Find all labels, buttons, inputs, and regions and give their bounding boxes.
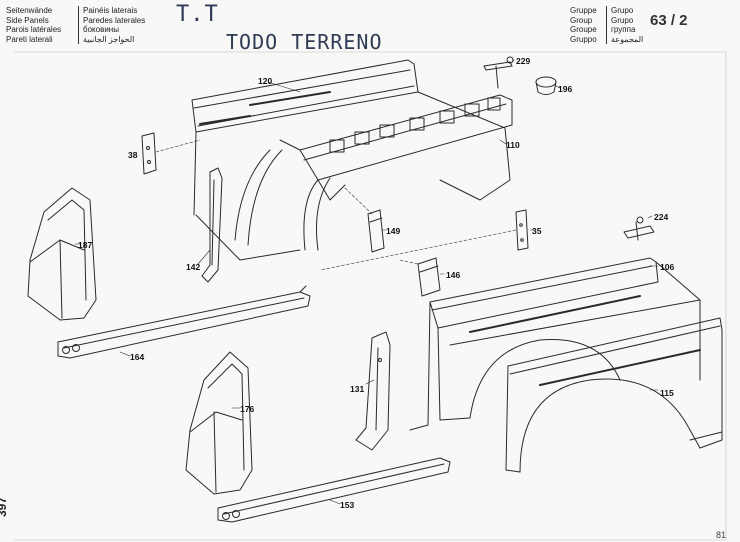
page-number: 397: [0, 496, 10, 518]
group-es: Grupo: [611, 15, 634, 25]
part-label-106: 106: [660, 262, 675, 272]
part-153-sill: [217, 457, 451, 523]
part-label-110: 110: [506, 140, 520, 150]
part-label-131: 131: [350, 384, 365, 394]
group-it: Gruppo: [570, 34, 597, 44]
footer-number: 81: [716, 530, 727, 540]
title-de: Seitenwände: [6, 6, 53, 15]
drawing-frame: [13, 51, 727, 541]
group-pt: Grupo: [611, 6, 634, 15]
title-es: Paredes laterales: [83, 15, 146, 25]
part-label-146: 146: [446, 270, 461, 280]
part-187-corner-pillar: [27, 187, 97, 321]
part-label-224: 224: [654, 212, 669, 222]
part-label-176: 176: [240, 404, 255, 414]
part-label-149: 149: [386, 226, 401, 236]
part-196-cap: [535, 76, 557, 95]
title-ar: الحواجز الجانبية: [83, 34, 135, 44]
part-176-corner-pillar: [185, 351, 253, 495]
group-en: Group: [570, 15, 593, 25]
leader-lines: [74, 59, 659, 505]
part-149-bracket: [344, 187, 385, 253]
part-142-pillar: [201, 167, 223, 283]
title-en: Side Panels: [6, 15, 49, 25]
part-label-142: 142: [186, 262, 201, 272]
title-languages-a: Seitenwände Side Panels Parois latérales…: [6, 6, 74, 44]
group-languages-b: Grupo Grupo группа المجموعة: [606, 6, 655, 45]
part-120-rear-inner-panel: [191, 59, 511, 261]
group-ru: группа: [611, 25, 636, 35]
part-164-sill: [57, 285, 311, 359]
title-ru: боковины: [83, 25, 119, 35]
handwritten-title: TODO TERRENO: [226, 30, 383, 54]
part-label-35: 35: [532, 226, 542, 236]
part-label-153: 153: [340, 500, 355, 510]
handwritten-tt: T.T: [176, 2, 219, 27]
title-languages-b: Painéis laterais Paredes laterales боков…: [78, 6, 173, 45]
group-languages-a: Gruppe Group Groupe Gruppo: [570, 6, 604, 44]
title-pt: Painéis laterais: [83, 6, 138, 15]
group-number: 63 / 2: [650, 12, 688, 29]
part-label-120: 120: [258, 76, 273, 86]
part-131-pillar: [355, 331, 391, 451]
part-106-outer-panel: [409, 257, 701, 431]
part-110-inner-frame: [234, 94, 513, 251]
part-35-plate: [319, 209, 529, 271]
title-fr: Parois latérales: [6, 25, 62, 35]
title-it: Pareti laterali: [6, 34, 53, 44]
part-115-fender-panel: [505, 317, 723, 473]
part-label-229: 229: [516, 56, 531, 66]
group-ar: المجموعة: [611, 34, 644, 44]
part-label-164: 164: [130, 352, 145, 362]
part-229-bracket: [483, 56, 514, 89]
part-38-plate: [141, 132, 201, 175]
part-label-115: 115: [660, 388, 674, 398]
group-fr: Groupe: [570, 25, 597, 35]
part-label-38: 38: [128, 150, 138, 160]
part-label-187: 187: [78, 240, 93, 250]
part-label-196: 196: [558, 84, 573, 94]
part-146-bracket: [399, 257, 441, 297]
part-224-bracket: [623, 216, 655, 241]
group-de: Gruppe: [570, 6, 597, 15]
